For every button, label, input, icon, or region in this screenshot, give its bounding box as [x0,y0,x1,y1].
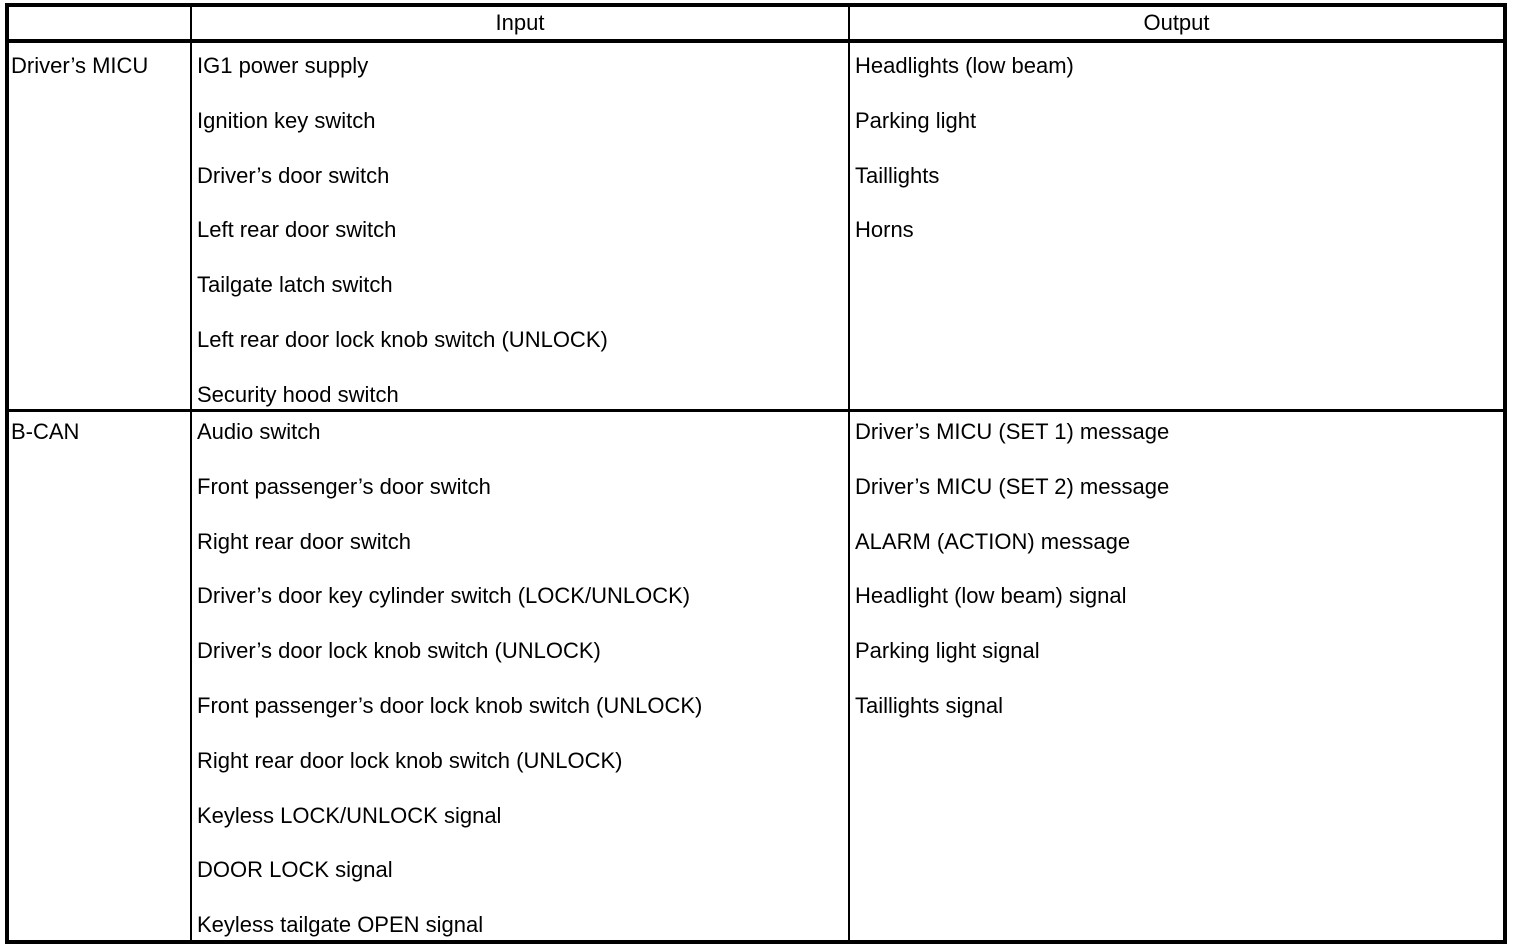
row-label-drivers-micu: Driver’s MICU [9,43,192,412]
output-item: Taillights [855,162,940,188]
header-cell-empty [9,7,192,43]
header-cell-output: Output [850,7,1503,43]
output-item: Driver’s MICU (SET 2) message [855,473,1170,499]
output-item: ALARM (ACTION) message [855,528,1131,554]
input-item: Audio switch [197,419,321,444]
input-item: Tailgate latch switch [197,272,393,298]
row-label-bcan: B-CAN [9,412,192,940]
header-cell-input: Input [192,7,850,43]
input-item: Left rear door lock knob switch (UNLOCK) [197,326,608,352]
input-item: Keyless tailgate OPEN signal [197,912,484,938]
input-item: Ignition key switch [197,107,376,133]
output-item: Taillights signal [855,692,1003,718]
input-item: Security hood switch [197,381,399,407]
output-item: Driver’s MICU (SET 1) message [855,419,1170,444]
io-table: Input Output Driver’s MICU IG1 power sup… [5,3,1507,944]
input-item: Driver’s door switch [197,162,390,188]
input-item: IG1 power supply [197,53,369,78]
input-item: Right rear door switch [197,528,411,554]
input-item: Keyless LOCK/UNLOCK signal [197,802,502,828]
input-item: Front passenger’s door lock knob switch … [197,692,703,718]
input-item: Right rear door lock knob switch (UNLOCK… [197,747,623,773]
input-item: Front passenger’s door switch [197,473,491,499]
output-item: Parking light signal [855,638,1040,664]
output-item: Parking light [855,107,977,133]
input-item: DOOR LOCK signal [197,857,393,883]
input-item: Left rear door switch [197,217,397,243]
input-item: Driver’s door key cylinder switch (LOCK/… [197,583,691,609]
output-item: Headlight (low beam) signal [855,583,1127,609]
input-item: Driver’s door lock knob switch (UNLOCK) [197,638,601,664]
output-item: Horns [855,217,914,243]
output-item: Headlights (low beam) [855,53,1074,78]
